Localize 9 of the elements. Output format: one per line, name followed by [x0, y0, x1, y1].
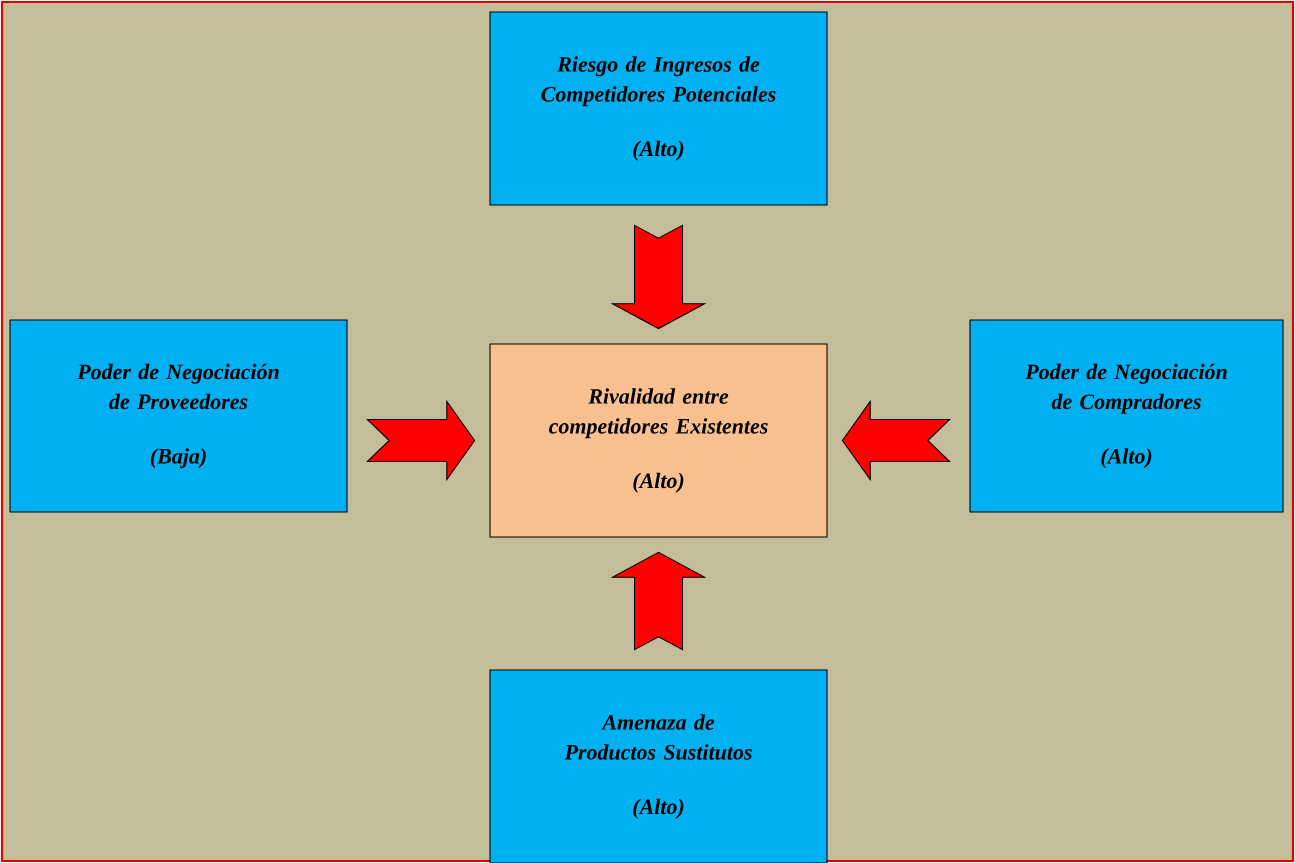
text-box: Poder de Negociación de Proveedores (Baja): [9, 319, 348, 513]
text-box: Riesgo de Ingresos de Competidores Potenciales (Alto): [489, 11, 828, 206]
text-box: Poder de Negociación de Compradores (Alto): [969, 319, 1284, 513]
text-box: Amenaza de Productos Sustitutos (Alto): [489, 669, 828, 863]
block-arrow: [610, 224, 707, 330]
block-arrow: [366, 399, 476, 482]
text-box: Rivalidad entre competidores Existentes (Alto): [489, 343, 828, 538]
block-arrow: [610, 551, 707, 651]
block-arrow: [841, 399, 951, 482]
